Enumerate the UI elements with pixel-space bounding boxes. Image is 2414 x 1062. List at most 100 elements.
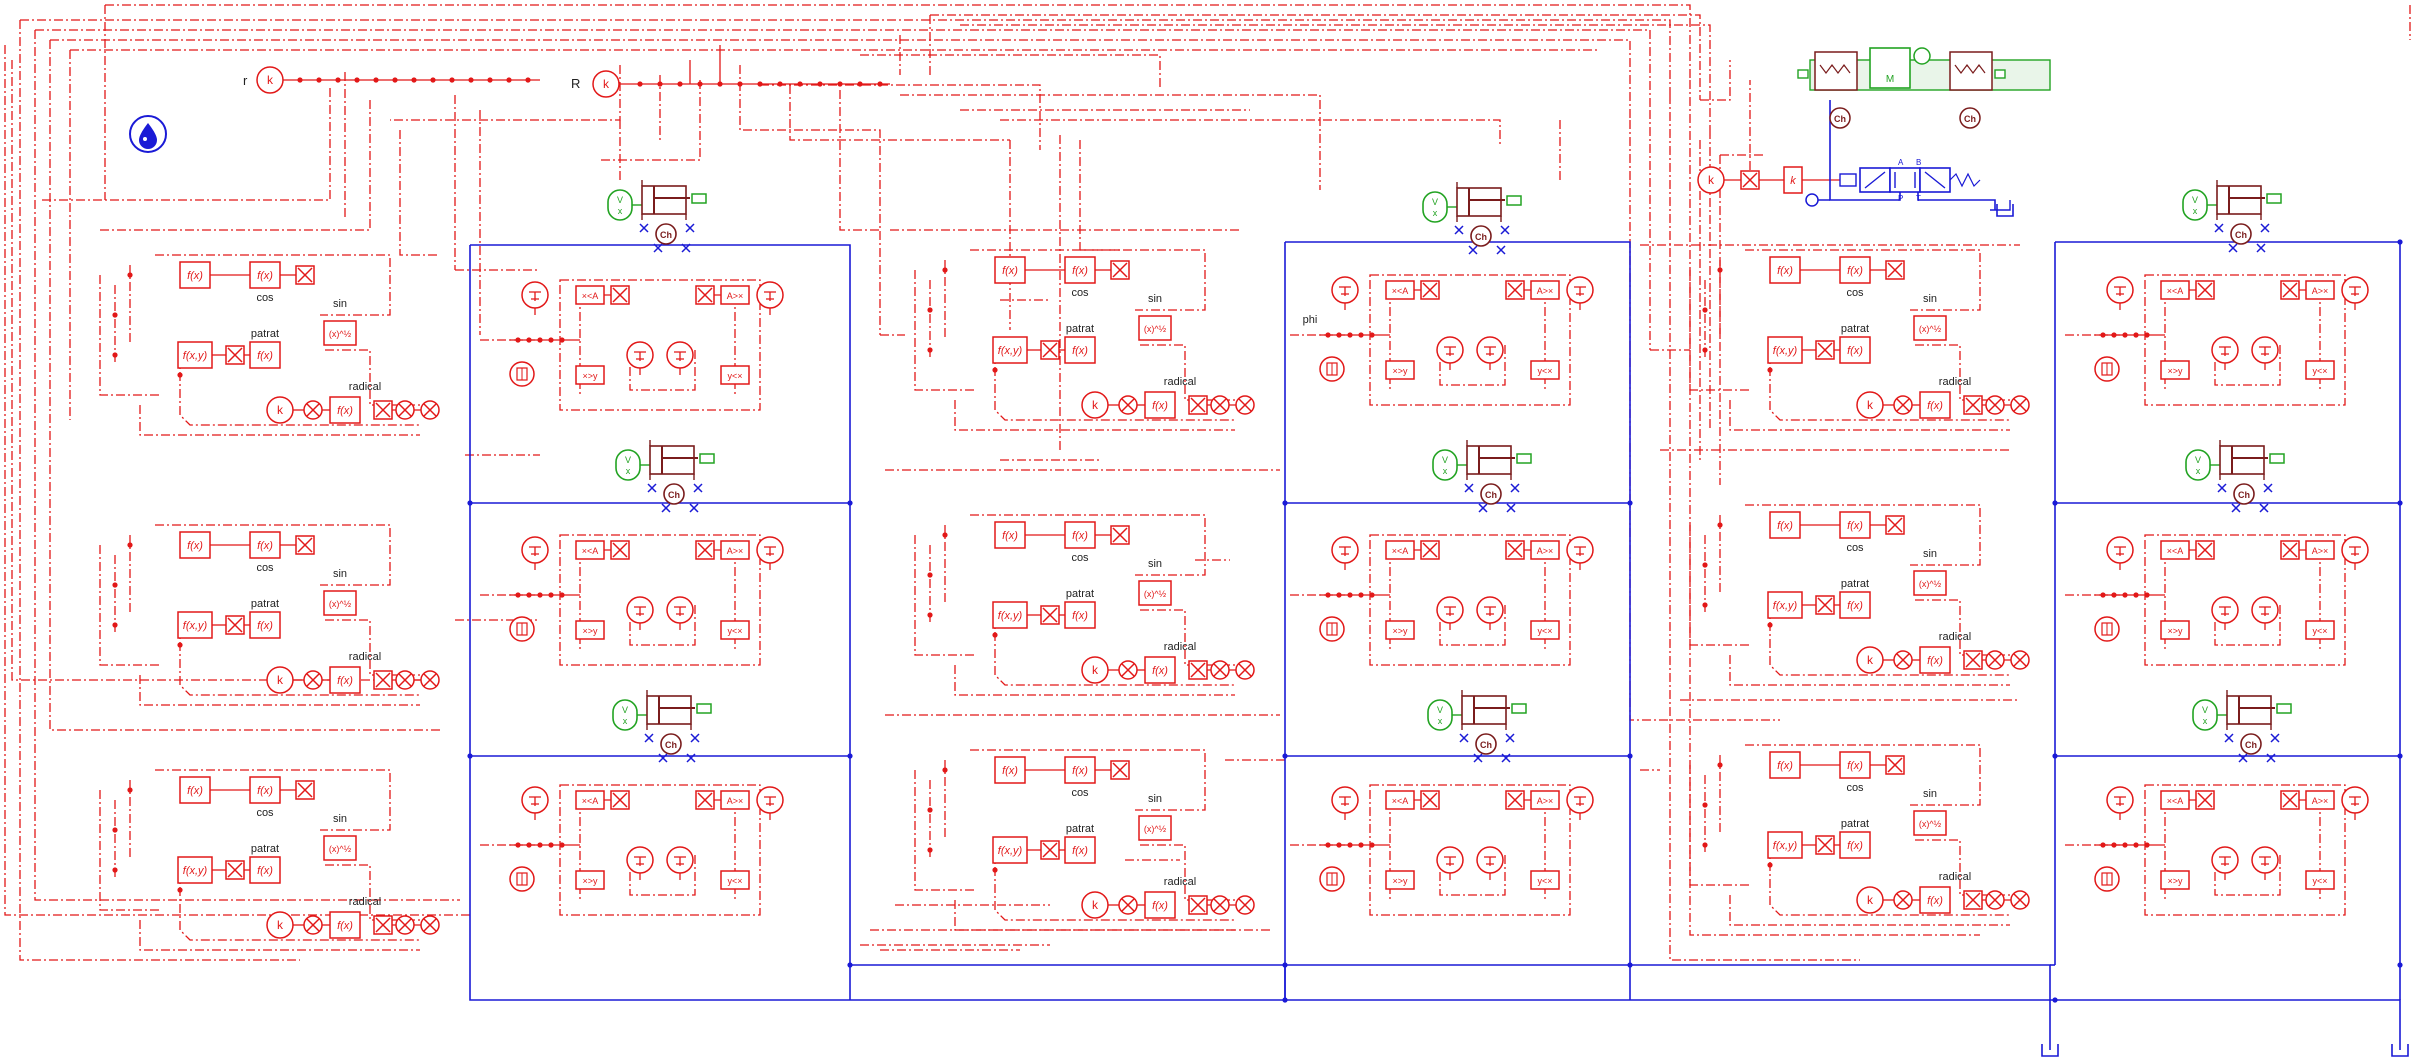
block-label: f(x,y): [998, 345, 1023, 357]
actuator-icon: [2219, 440, 2285, 480]
gauge-glyph: [2114, 796, 2126, 806]
gauge-circle: [756, 536, 784, 570]
check-valve-icon: [1454, 225, 1464, 235]
sensor-v: V: [1442, 455, 1448, 465]
comparator-block: ×>y: [575, 365, 605, 385]
multiplier-block: [1110, 525, 1130, 545]
multiplier-block: [1885, 260, 1905, 280]
label-radical: radical: [1939, 376, 1971, 388]
block-frame: [249, 611, 281, 639]
function-block: f(x): [1769, 751, 1801, 779]
check-valve-icon: [1468, 245, 1478, 255]
function-block: f(x): [1064, 336, 1096, 364]
comparator-label: A>×: [2312, 796, 2329, 806]
constant-frame: [266, 396, 294, 424]
function-block: f(x,y): [177, 856, 213, 884]
signal-wire: [325, 349, 420, 406]
junction-dot: [467, 500, 473, 506]
sensor-x: x: [623, 716, 628, 726]
label-radical: radical: [1164, 876, 1196, 888]
label-cos: cos: [1846, 542, 1864, 554]
summing-junction: [395, 670, 415, 690]
block-label: f(x,y): [998, 610, 1023, 622]
constant-k: k: [266, 396, 294, 424]
function-block: k: [1783, 166, 1803, 194]
comparator-label: ×<A: [2167, 286, 2184, 296]
gauge-circle: [2341, 276, 2369, 310]
constant-frame: [1856, 886, 1884, 914]
block-label: f(x): [1847, 600, 1863, 612]
multiplier-block: [225, 345, 245, 365]
comparator-block: ×>y: [575, 870, 605, 890]
gauge-glyph: [1484, 346, 1496, 356]
constant-k: k: [592, 70, 620, 98]
junction-dot: [127, 272, 133, 278]
multiplier-block: [1815, 595, 1835, 615]
summing-junction: [1893, 650, 1913, 670]
comparator-label: ×<A: [582, 291, 599, 301]
constant-label: k: [277, 403, 284, 417]
sqrt-frame: [323, 835, 357, 861]
chamber-frame: [663, 483, 685, 505]
signal-wire: [629, 350, 696, 391]
signal-wire: [1745, 249, 1981, 311]
sensor-x: x: [2196, 466, 2201, 476]
summing-junction: [420, 670, 440, 690]
function-block: f(x,y): [1767, 831, 1803, 859]
label-sin: sin: [333, 568, 347, 580]
junction-dot: [992, 632, 998, 638]
junction-dot: [2144, 842, 2150, 848]
junction-dot: [1767, 367, 1773, 373]
junction-dot: [1358, 332, 1364, 338]
function-block: f(x): [1919, 646, 1951, 674]
block-frame: [177, 611, 213, 639]
constant-label: k: [1092, 898, 1099, 912]
check-valve-icon: [2228, 243, 2238, 253]
gauge-circle: [2211, 596, 2239, 630]
block-label: f(x): [1072, 845, 1088, 857]
check-valve-icon: [1505, 733, 1515, 743]
comparator-frame: [2305, 620, 2335, 640]
multiplier-block: [295, 265, 315, 285]
sensor-icon: Vx: [607, 189, 644, 221]
block-label: f(x): [187, 270, 203, 282]
chamber-frame: [1959, 107, 1981, 129]
label-cos: cos: [1846, 287, 1864, 299]
constant-frame: [256, 66, 284, 94]
sensor-icon: Vx: [2192, 699, 2229, 731]
signal-wire: [1689, 765, 1750, 886]
comparator-frame: [575, 870, 605, 890]
junction-dot: [927, 847, 933, 853]
motor-box: [1869, 47, 1911, 89]
signal-source: [1319, 616, 1345, 642]
function-block: f(x): [1144, 391, 1176, 419]
block-frame: [1767, 591, 1803, 619]
chamber-node: Ch: [1470, 225, 1492, 247]
fluid-drop-icon[interactable]: [129, 115, 167, 153]
check-valve-icon: [690, 733, 700, 743]
junction-dot: [2133, 842, 2139, 848]
check-valve-icon: [1464, 483, 1474, 493]
junction-dot: [515, 592, 521, 598]
comparator-block: A>×: [1530, 280, 1560, 300]
comparator-frame: [2160, 280, 2190, 300]
sensor-x: x: [1438, 716, 1443, 726]
block-frame: [994, 756, 1026, 784]
signal-wire: [99, 790, 160, 911]
chamber-frame: [2230, 223, 2252, 245]
comparator-block: A>×: [720, 790, 750, 810]
junction-dot: [1369, 332, 1375, 338]
check-valve-icon: [1501, 753, 1511, 763]
label-cos: cos: [256, 292, 274, 304]
block-frame: [329, 666, 361, 694]
label-sin: sin: [1923, 548, 1937, 560]
check-valve-icon: [644, 733, 654, 743]
comparator-label: y<×: [727, 876, 742, 886]
block-frame: [1919, 886, 1951, 914]
multiplier-block: [2280, 790, 2300, 810]
block-frame: [1839, 336, 1871, 364]
position-transducer: [699, 453, 715, 464]
summing-junction: [303, 400, 323, 420]
tank-return-icon: [1996, 204, 2014, 217]
block-frame: [1769, 751, 1801, 779]
